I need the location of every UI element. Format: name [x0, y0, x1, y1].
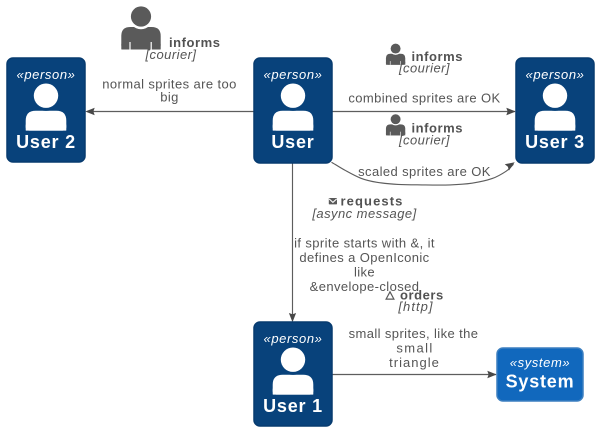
svg-text:User 2: User 2: [16, 132, 76, 152]
svg-text:«person»: «person»: [263, 67, 322, 82]
svg-text:User: User: [271, 132, 314, 152]
svg-text:System: System: [506, 372, 575, 392]
svg-text:[http]: [http]: [397, 299, 433, 314]
svg-text:[courier]: [courier]: [398, 61, 450, 76]
svg-text:scaled sprites are OK: scaled sprites are OK: [358, 164, 491, 179]
svg-text:small: small: [396, 341, 433, 356]
svg-text:big: big: [160, 90, 179, 105]
svg-text:«person»: «person»: [525, 67, 584, 82]
svg-text:informs: informs: [412, 49, 464, 64]
svg-text:«person»: «person»: [263, 331, 322, 346]
svg-text:informs: informs: [169, 35, 221, 50]
svg-text:User 3: User 3: [525, 132, 585, 152]
svg-text:&envelope-closed: &envelope-closed: [310, 279, 420, 294]
svg-text:[courier]: [courier]: [398, 133, 450, 148]
svg-text:defines a OpenIconic: defines a OpenIconic: [299, 250, 429, 265]
svg-text:«person»: «person»: [16, 67, 75, 82]
svg-text:small sprites, like the: small sprites, like the: [349, 326, 479, 341]
svg-text:[async message]: [async message]: [311, 206, 416, 221]
svg-text:triangle: triangle: [389, 355, 440, 370]
svg-text:requests: requests: [341, 194, 404, 209]
svg-text:orders: orders: [400, 288, 444, 303]
svg-text:combined sprites are OK: combined sprites are OK: [348, 90, 500, 105]
svg-text:User 1: User 1: [263, 396, 323, 416]
svg-text:if sprite starts with &, it: if sprite starts with &, it: [294, 236, 435, 251]
svg-text:like: like: [354, 265, 375, 280]
svg-text:«system»: «system»: [510, 355, 570, 370]
svg-text:normal sprites are too: normal sprites are too: [102, 77, 237, 92]
svg-text:informs: informs: [412, 120, 464, 135]
svg-text:[courier]: [courier]: [144, 47, 196, 62]
